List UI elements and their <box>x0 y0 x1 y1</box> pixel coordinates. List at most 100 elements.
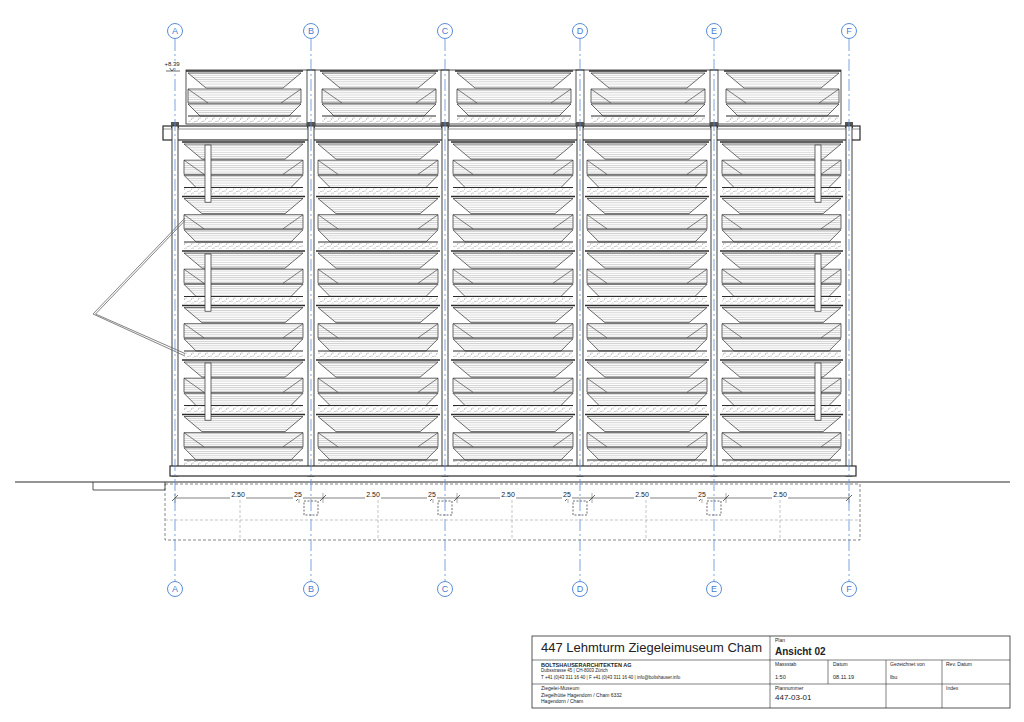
grid-axis-letter: F <box>846 27 852 36</box>
drawing-stroke <box>318 175 438 187</box>
drawing-stroke <box>720 250 843 252</box>
drawing-stroke <box>182 414 305 416</box>
drawing-stroke <box>451 305 575 307</box>
field-value: lbu <box>890 674 897 680</box>
drawing-stroke <box>591 73 705 88</box>
grid-axis-line <box>714 39 715 581</box>
drawing-stroke <box>184 187 303 188</box>
grid-axis-bubble: C <box>437 581 453 597</box>
field-caption: Massstab <box>775 662 796 668</box>
drawing-stroke <box>93 482 165 490</box>
drawing-stroke <box>722 448 841 460</box>
drawing-stroke <box>93 218 185 356</box>
drawing-stroke <box>687 215 707 229</box>
drawing-stroke <box>722 199 841 214</box>
drawing-stroke <box>184 160 204 174</box>
drawing-stroke <box>283 215 303 229</box>
drawing-stroke <box>451 359 575 361</box>
grid-axis-bubble: A <box>167 23 183 39</box>
drawing-stroke <box>551 89 571 103</box>
drawing-stroke <box>726 115 839 116</box>
drawing-stroke <box>184 459 303 460</box>
drawing-stroke <box>318 352 438 358</box>
drawing-stroke <box>457 104 571 116</box>
drawing-stroke <box>184 350 303 351</box>
drawing-stroke <box>184 243 303 249</box>
drawing-stroke <box>770 636 771 708</box>
site-location: Hagendorn / Cham <box>541 699 583 705</box>
project-title: 447 Lehmturm Ziegeleimuseum Cham <box>541 641 762 655</box>
drawing-stroke <box>587 243 707 249</box>
drawing-stroke <box>587 448 707 460</box>
grid-axis-line <box>849 39 850 581</box>
dimension-label: 2.50 <box>230 491 246 499</box>
drawing-stroke <box>453 144 573 159</box>
drawing-stroke <box>453 241 573 242</box>
grid-axis-letter: D <box>577 585 584 594</box>
drawing-stroke <box>184 405 303 406</box>
drawing-stroke <box>416 89 436 103</box>
drawing-stroke <box>587 144 707 159</box>
drawing-stroke <box>821 160 841 174</box>
drawing-stroke <box>318 350 438 351</box>
drawing-stroke <box>453 230 573 242</box>
drawing-stroke <box>418 215 438 229</box>
drawing-stroke <box>587 308 707 323</box>
dimension-label: 25 <box>562 491 572 499</box>
grid-axis-letter: A <box>172 27 178 36</box>
drawing-stroke <box>182 141 305 143</box>
drawing-stroke <box>722 215 841 229</box>
drawing-stroke <box>451 196 575 198</box>
drawing-stroke <box>418 269 438 283</box>
drawing-stroke <box>532 684 1010 685</box>
drawing-stroke <box>318 243 438 249</box>
drawing-stroke <box>722 269 841 283</box>
drawing-stroke <box>318 378 438 392</box>
drawing-stroke <box>318 459 438 460</box>
grid-axis-line <box>445 39 446 581</box>
drawing-stroke <box>722 378 742 392</box>
drawing-stroke <box>720 141 843 143</box>
dimension-label: 2.50 <box>772 491 788 499</box>
drawing-stroke <box>587 378 707 392</box>
drawing-stroke <box>283 433 303 447</box>
field-caption: Datum <box>833 662 848 668</box>
drawing-stroke <box>453 188 573 194</box>
drawing-stroke <box>453 215 573 229</box>
drawing-stroke <box>722 160 742 174</box>
level-label: +8.39 <box>163 61 180 68</box>
grid-axis-line <box>175 39 176 581</box>
drawing-stroke <box>184 378 204 392</box>
drawing-stroke <box>585 414 709 416</box>
drawing-stroke <box>587 269 707 283</box>
drawing-stroke <box>318 448 438 460</box>
drawing-stroke <box>819 89 839 103</box>
drawing-stroke <box>188 115 301 116</box>
drawing-stroke <box>591 89 611 103</box>
drawing-stroke <box>453 405 573 406</box>
plan-number: 447-03-01 <box>775 694 811 703</box>
grid-axis-line <box>580 39 581 581</box>
drawing-stroke <box>453 378 473 392</box>
grid-axis-letter: D <box>577 27 584 36</box>
grid-axis-bubble: E <box>706 581 722 597</box>
drawing-stroke <box>453 362 573 377</box>
drawing-stroke <box>453 269 573 283</box>
grid-axis-bubble: A <box>167 581 183 597</box>
drawing-stroke <box>591 89 705 103</box>
drawing-stroke <box>722 378 841 392</box>
drawing-stroke <box>726 493 727 503</box>
drawing-stroke <box>720 414 843 416</box>
drawing-stroke <box>726 117 839 123</box>
drawing-stroke <box>318 253 438 268</box>
drawing-stroke <box>182 359 305 361</box>
drawing-stroke <box>184 160 303 174</box>
office-contact: T +41 (0)43 311 16 40 | F +41 (0)43 311 … <box>541 676 680 681</box>
grid-axis-bubble: D <box>572 581 588 597</box>
office-address: Dubsstrasse 45 | CH-8003 Zürich <box>541 669 608 674</box>
drawing-stroke <box>815 363 821 420</box>
drawing-stroke <box>587 350 707 351</box>
grid-axis-letter: B <box>308 27 314 36</box>
drawing-stroke <box>453 308 573 323</box>
drawing-stroke <box>441 70 449 126</box>
